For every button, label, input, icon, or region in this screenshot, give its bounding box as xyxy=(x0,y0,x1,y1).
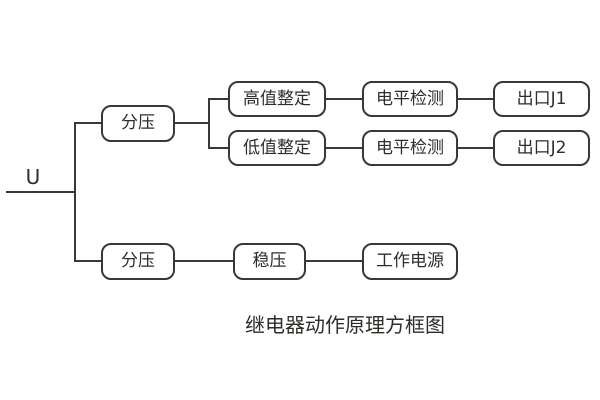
block-outlet-j1: 出口J1 xyxy=(493,81,590,117)
block-voltage-regulator: 稳压 xyxy=(233,243,306,280)
connector-regulator-to-power-line xyxy=(306,260,362,262)
block-working-power-supply: 工作电源 xyxy=(362,243,458,280)
diagram-caption: 继电器动作原理方框图 xyxy=(245,313,445,337)
block-voltage-divider-bottom: 分压 xyxy=(101,243,175,280)
connector-main-vertical-line xyxy=(74,122,76,262)
connector-high-to-detection-line xyxy=(326,98,362,100)
block-level-detection-1: 电平检测 xyxy=(362,81,458,117)
input-voltage-label: U xyxy=(25,165,41,189)
connector-detection-to-outlet-j2-line xyxy=(458,147,493,149)
connector-branch-vertical-line xyxy=(208,98,210,149)
connector-low-to-detection-line xyxy=(326,147,362,149)
block-low-value-setting: 低值整定 xyxy=(228,130,326,166)
block-outlet-j2: 出口J2 xyxy=(493,130,590,166)
block-high-value-setting: 高值整定 xyxy=(228,81,326,117)
connector-branch-to-high-setting-line xyxy=(208,98,228,100)
connector-divider-to-regulator-line xyxy=(175,260,233,262)
connector-to-divider-bottom-line xyxy=(74,260,102,262)
connector-branch-to-low-setting-line xyxy=(208,147,228,149)
connector-to-divider-top-line xyxy=(74,122,102,124)
connector-input-line xyxy=(6,191,75,193)
connector-detection-to-outlet-j1-line xyxy=(458,98,493,100)
connector-divider-to-branch-line xyxy=(175,122,210,124)
block-voltage-divider-top: 分压 xyxy=(101,105,175,142)
block-level-detection-2: 电平检测 xyxy=(362,130,458,166)
